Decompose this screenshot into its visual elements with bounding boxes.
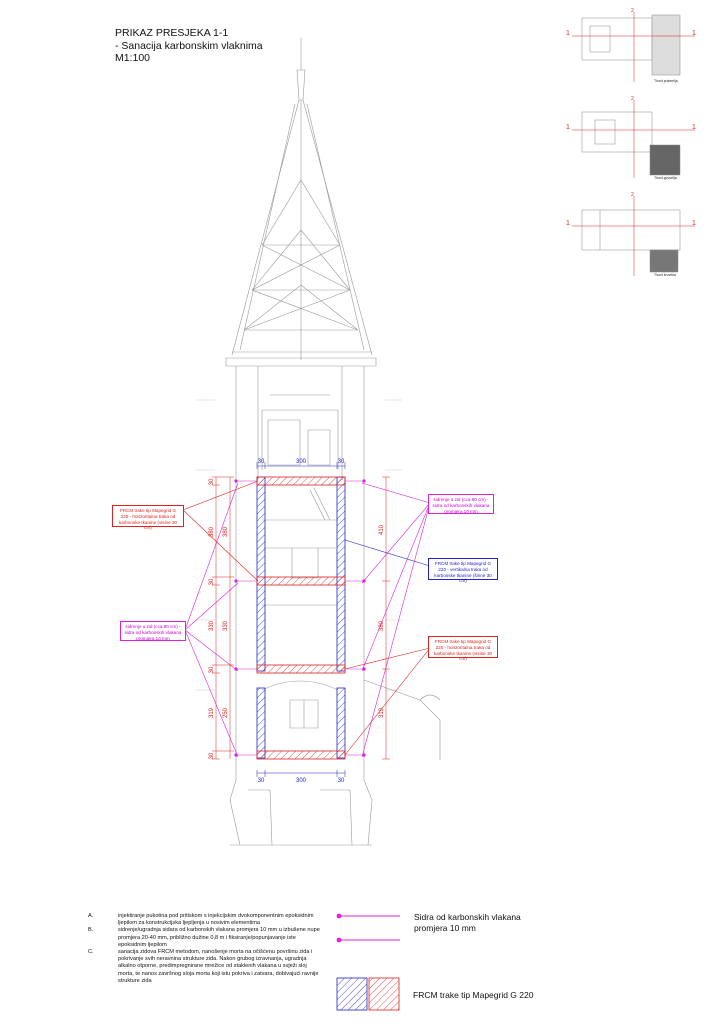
callout-frcm-vertical-right: FRCM trake tip Mapegrid G 220 - vertikal… [428,558,498,583]
dim-top-left: 30 [258,459,265,465]
dim-left-3: 330 [209,620,215,631]
plan1-mark-right: 1 [692,30,696,37]
dim-left-2: 30 [209,578,215,585]
vertical-strip-right-upper [336,476,346,672]
dimension-lines [256,462,346,777]
frcm-vertical-strips [256,476,346,759]
spire [225,38,377,367]
dim-left-4: 30 [209,666,215,673]
dim-left-5: 319 [209,707,215,718]
tower-walls [229,366,441,846]
frcm-horizontal-strips [256,476,346,760]
dim-inner-2: 250 [223,707,229,718]
plan3-mark-right: 1 [692,220,696,227]
blue-leaders [344,539,431,567]
key-plan-3 [572,196,695,276]
note-text: sanacija zidova FRCM metodom, nanošenje … [118,949,319,984]
note-key: B. [88,927,94,934]
vertical-strip-left-lower [256,687,266,759]
note-item-b: B. sidrenje/ugradnja sidara od karbonski… [88,927,320,949]
note-text: sidrenje/ugradnja sidara od karbonskih v… [118,927,320,948]
legend-swatch-blue [336,977,368,1011]
title-line-1: PRIKAZ PRESJEKA 1-1 [115,27,229,39]
note-text: injektiranje pukotina pod pritiskom s in… [118,913,314,927]
elevation-marks [196,399,402,691]
key-plan-2 [572,100,695,178]
note-key: A. [88,913,94,919]
dim-inner-0: 380 [223,526,229,537]
callout-frcm-top-left: FRCM trake tip Mapegrid G 220 - horizont… [112,505,184,530]
note-key: C. [88,949,94,956]
plan3-mark-left: 1 [566,220,570,227]
dim-right-0: 410 [379,524,385,535]
horizontal-strip-3 [256,664,346,674]
title-line-3: M1:100 [115,52,151,64]
horizontal-strip-4 [256,750,346,760]
anchors [184,480,431,758]
vertical-strip-right-lower [336,687,346,759]
dim-bottom-mid: 300 [296,778,307,784]
dim-left-1: 380 [209,526,215,537]
horizontal-strip-2 [256,576,346,586]
key-plan-1 [572,12,695,82]
dim-left-0: 30 [209,478,215,485]
dim-right-2: 319 [379,707,385,718]
plan2-mark-top: 2 [631,96,634,102]
dim-left-6: 30 [209,752,215,759]
drawing-title: PRIKAZ PRESJEKA 1-1 - Sanacija karbonski… [115,27,263,65]
note-item-a: A. injektiranje pukotina pod pritiskom s… [88,913,320,927]
plan-label-1: Tlocrt prizemlja [654,79,678,83]
callout-frcm-bottom-right: FRCM trake tip Mapegrid G 220 - horizont… [428,636,498,661]
plan2-mark-left: 1 [566,124,570,131]
red-leaders [182,480,431,756]
title-line-2: - Sanacija karbonskim vlaknima [115,39,263,52]
plan1-mark-top: 2 [631,8,634,14]
dim-top-mid: 300 [296,459,307,465]
callout-anchor-top-right: sidrenje u zid (cca 80 cm) - sidra od ka… [428,494,494,514]
dim-inner-1: 330 [223,620,229,631]
anchor-points [234,479,366,757]
legend-frcm-text: FRCM trake tip Mapegrid G 220 [413,990,534,1000]
notes-block: A. injektiranje pukotina pod pritiskom s… [88,913,320,985]
legend-swatch-red [368,977,400,1011]
dim-bottom-right: 30 [338,778,345,784]
legend-anchor-dots [336,913,342,943]
vertical-dimension-lines [212,476,390,760]
legend-anchor-text: Sidra od karbonskih vlakana promjera 10 … [414,912,521,933]
plan2-mark-right: 1 [692,124,696,131]
note-item-c: C. sanacija zidova FRCM metodom, nanošen… [88,949,320,985]
plan-label-3: Tlocrt krovišta [654,273,676,277]
callout-anchor-mid-left: sidrenje u zid (cca 80 cm) - sidra od ka… [120,621,186,641]
horizontal-strip-1 [256,476,346,486]
vertical-strip-left-upper [256,476,266,672]
dim-top-right: 30 [338,459,345,465]
plan-label-2: Tlocrt govorilja [654,176,677,180]
dim-right-1: 380 [379,620,385,631]
dim-bottom-left: 30 [258,778,265,784]
plan1-mark-left: 1 [566,30,570,37]
plan3-mark-top: 2 [631,192,634,198]
legend-anchor-lines [339,915,400,941]
